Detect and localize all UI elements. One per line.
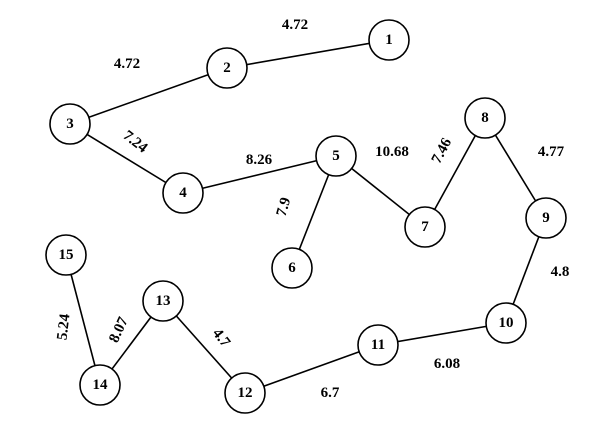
node-label-15: 15 <box>59 247 74 263</box>
node-4: 4 <box>162 172 204 214</box>
edge-4-5 <box>182 155 337 194</box>
node-label-3: 3 <box>66 116 74 132</box>
edge-3-4 <box>69 123 184 194</box>
edge-weight-9-10: 4.8 <box>551 264 570 280</box>
edge-weight-10-11: 6.08 <box>434 356 460 372</box>
edges-layer <box>65 39 547 394</box>
node-circle-1 <box>368 19 410 61</box>
edge-weight-1-2: 4.72 <box>282 17 308 33</box>
node-9: 9 <box>525 197 567 239</box>
node-6: 6 <box>271 247 313 289</box>
node-label-14: 14 <box>93 377 109 393</box>
node-label-8: 8 <box>481 110 489 126</box>
node-5: 5 <box>315 135 357 177</box>
edge-10-11 <box>377 322 507 346</box>
edge-weight-12-13: 4.7 <box>209 326 233 351</box>
node-circle-5 <box>315 135 357 177</box>
node-15: 15 <box>45 234 87 276</box>
edge-weight-2-3: 4.72 <box>114 56 140 72</box>
node-circle-12 <box>224 372 266 414</box>
node-circle-10 <box>485 302 527 344</box>
node-label-1: 1 <box>385 32 393 48</box>
edge-weight-3-4: 7.24 <box>120 128 151 157</box>
node-3: 3 <box>49 103 91 145</box>
node-label-13: 13 <box>156 293 171 309</box>
edge-weight-14-15: 5.24 <box>54 313 73 342</box>
node-circle-7 <box>404 206 446 248</box>
edge-11-12 <box>244 344 379 394</box>
node-label-10: 10 <box>499 315 514 331</box>
node-circle-4 <box>162 172 204 214</box>
edge-2-3 <box>69 67 228 125</box>
node-label-12: 12 <box>238 385 253 401</box>
node-label-2: 2 <box>223 60 231 76</box>
node-10: 10 <box>485 302 527 344</box>
edge-weight-7-8: 7.46 <box>429 135 456 166</box>
edge-weight-4-5: 8.26 <box>246 152 273 168</box>
node-circle-13 <box>142 280 184 322</box>
node-circle-11 <box>357 324 399 366</box>
node-circle-8 <box>464 97 506 139</box>
node-label-9: 9 <box>542 210 550 226</box>
node-7: 7 <box>404 206 446 248</box>
node-label-6: 6 <box>288 260 296 276</box>
node-8: 8 <box>464 97 506 139</box>
node-14: 14 <box>79 364 121 406</box>
edge-1-2 <box>226 39 390 69</box>
node-circle-2 <box>206 47 248 89</box>
node-label-4: 4 <box>179 185 187 201</box>
edge-14-15 <box>65 254 101 386</box>
edge-weight-11-12: 6.7 <box>321 385 340 401</box>
node-label-11: 11 <box>371 337 385 353</box>
node-circle-6 <box>271 247 313 289</box>
node-label-5: 5 <box>332 148 340 164</box>
edge-weight-5-6: 7.9 <box>274 196 295 218</box>
node-label-7: 7 <box>421 219 429 235</box>
node-1: 1 <box>368 19 410 61</box>
edge-weight-8-9: 4.77 <box>538 144 565 160</box>
node-13: 13 <box>142 280 184 322</box>
node-circle-9 <box>525 197 567 239</box>
node-circle-15 <box>45 234 87 276</box>
edge-weight-5-7: 10.68 <box>375 144 409 160</box>
node-circle-14 <box>79 364 121 406</box>
node-11: 11 <box>357 324 399 366</box>
node-2: 2 <box>206 47 248 89</box>
edge-weight-13-14: 8.07 <box>106 314 132 345</box>
node-circle-3 <box>49 103 91 145</box>
node-12: 12 <box>224 372 266 414</box>
